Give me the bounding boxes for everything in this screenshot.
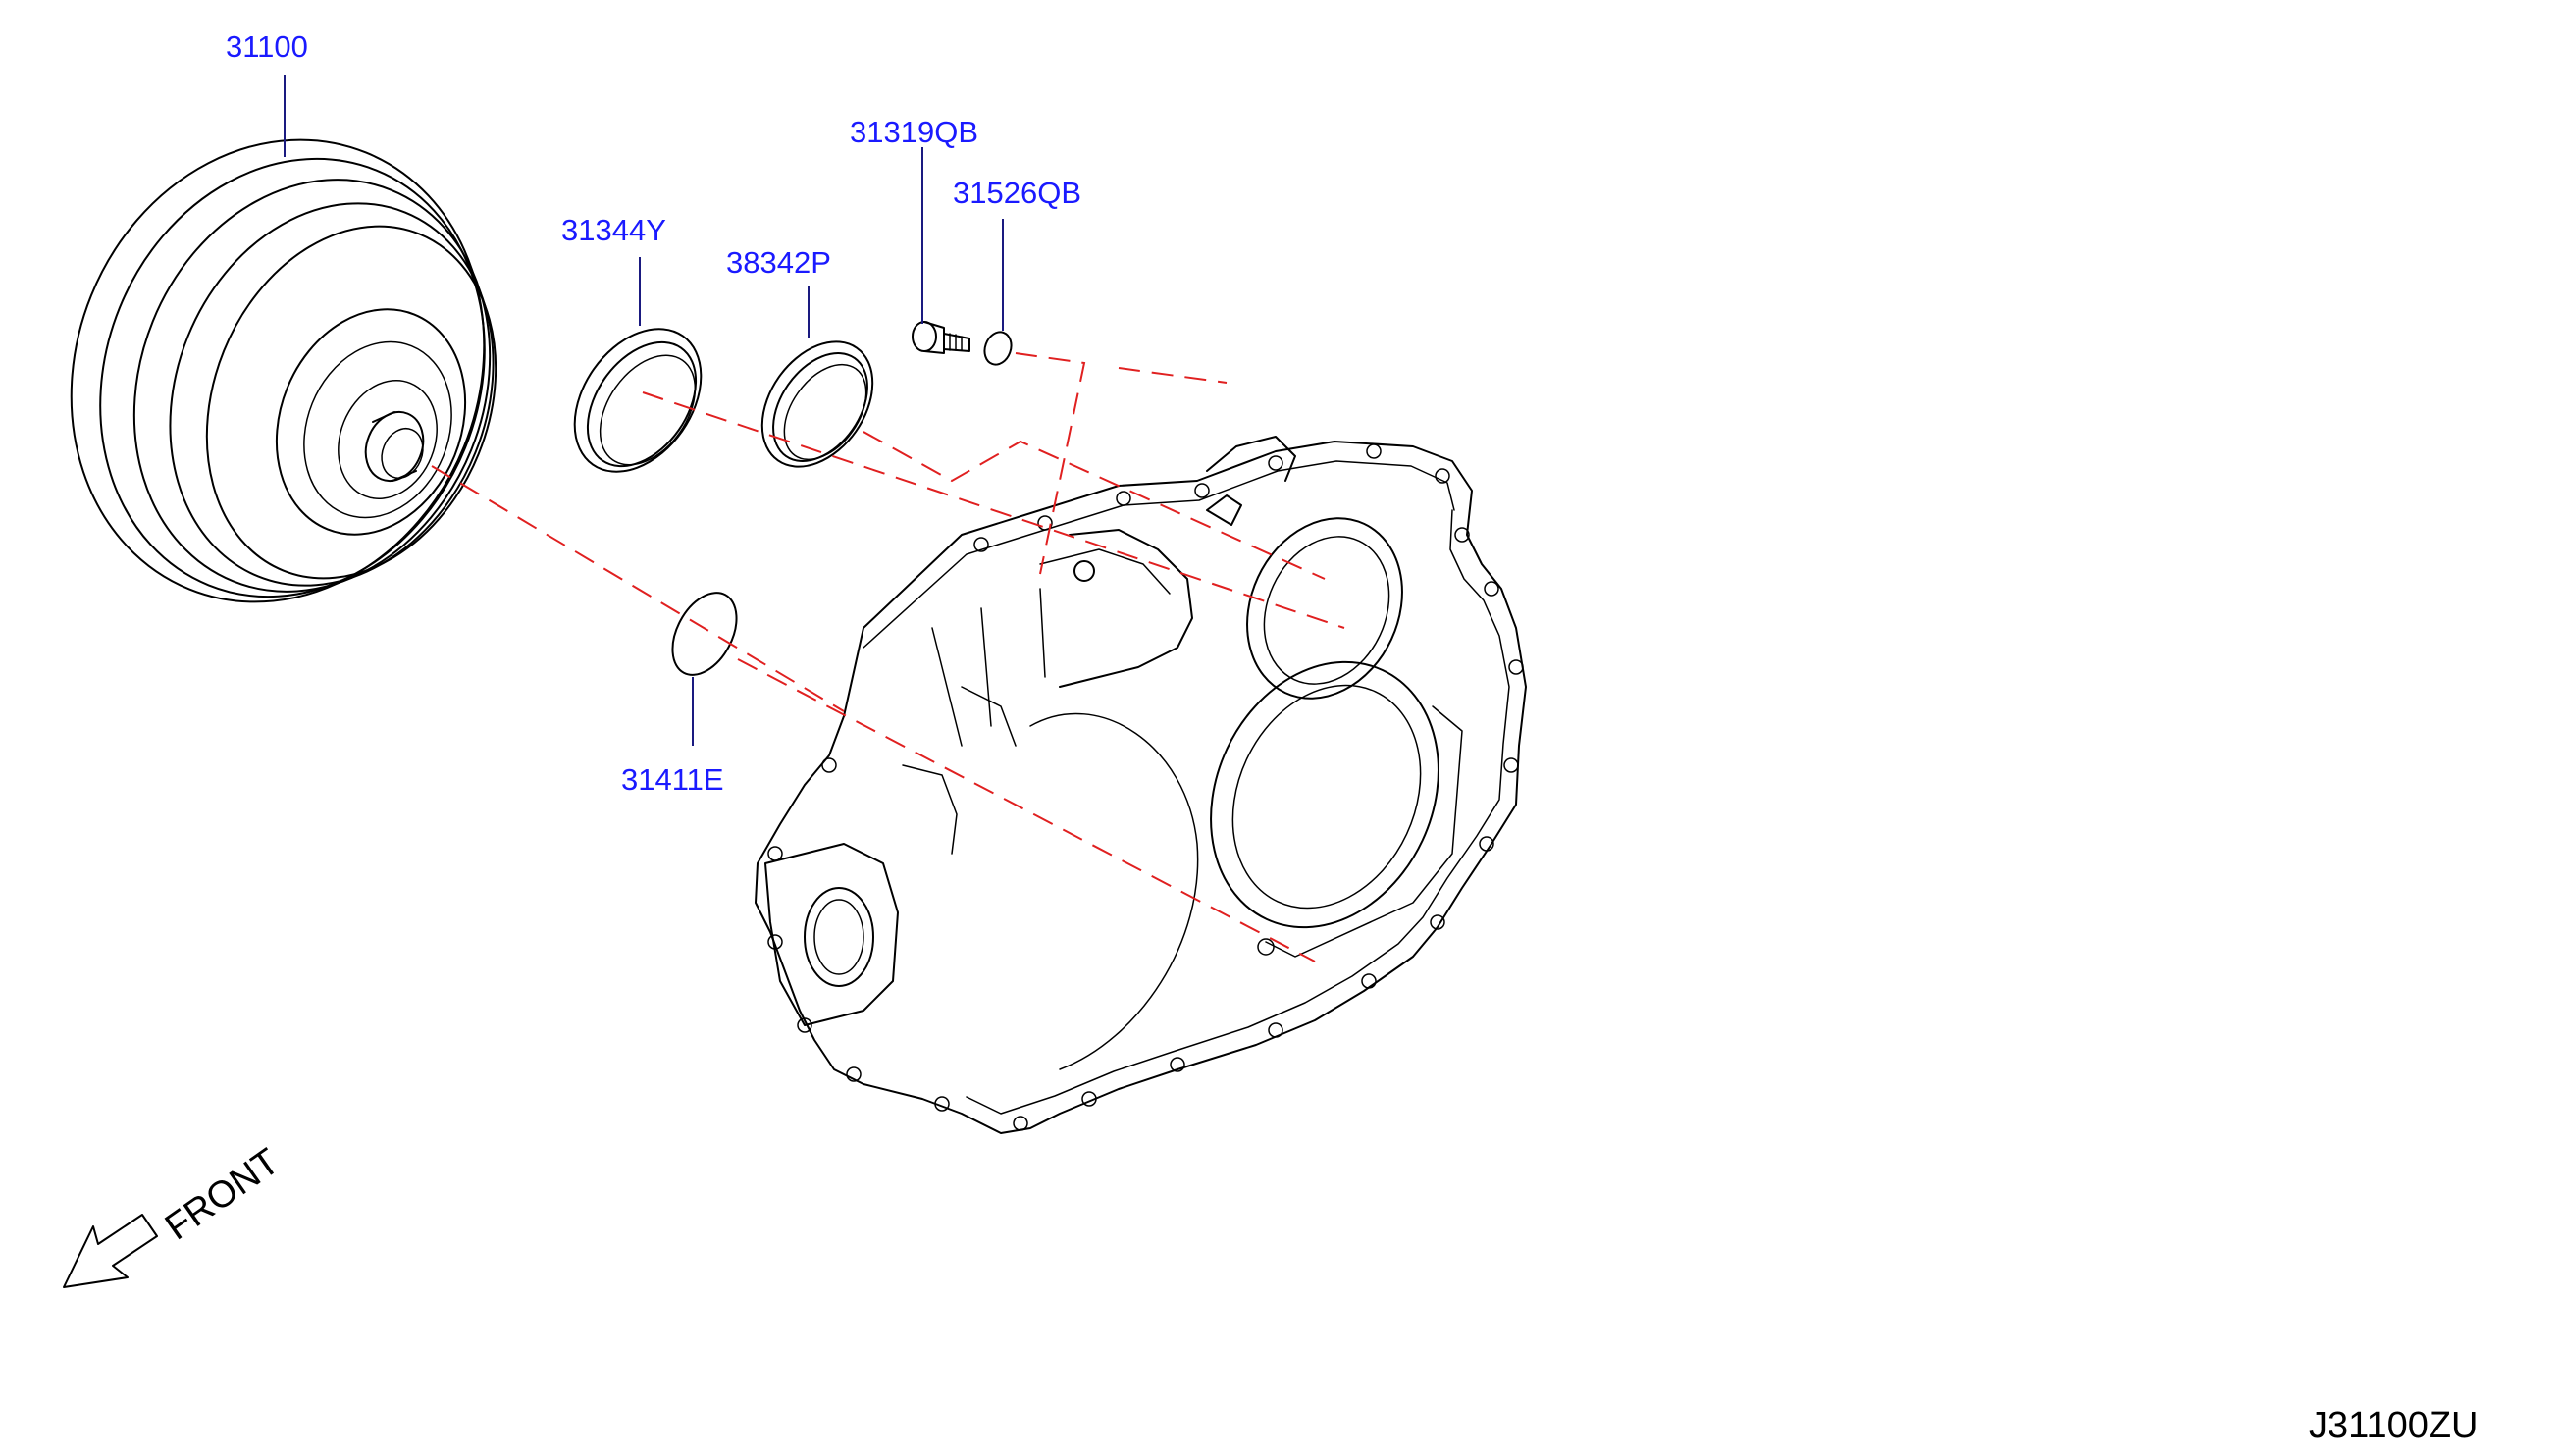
- transmission-case[interactable]: [755, 436, 1527, 1134]
- seal-31344y[interactable]: [549, 305, 727, 495]
- diagram-id: J31100ZU: [2309, 1405, 2479, 1446]
- part-label-31100: 31100: [226, 29, 308, 64]
- front-indicator: FRONT: [63, 1141, 287, 1288]
- leader-lines: [284, 75, 1004, 746]
- part-label-38342p: 38342P: [726, 245, 831, 280]
- bolt-31319qb[interactable]: [912, 321, 970, 354]
- front-arrow-icon: [63, 1214, 158, 1288]
- o-ring-31526qb[interactable]: [980, 329, 1016, 369]
- alignment-lines: [431, 352, 1345, 962]
- o-ring-31411e[interactable]: [659, 582, 750, 686]
- part-label-31411e: 31411E: [621, 762, 724, 797]
- part-label-31319qb: 31319QB: [850, 115, 978, 149]
- front-label: FRONT: [158, 1141, 287, 1248]
- torque-converter[interactable]: [3, 78, 552, 665]
- part-label-31344y: 31344Y: [561, 213, 666, 247]
- seal-38342p[interactable]: [740, 321, 896, 488]
- part-label-31526qb: 31526QB: [953, 176, 1081, 210]
